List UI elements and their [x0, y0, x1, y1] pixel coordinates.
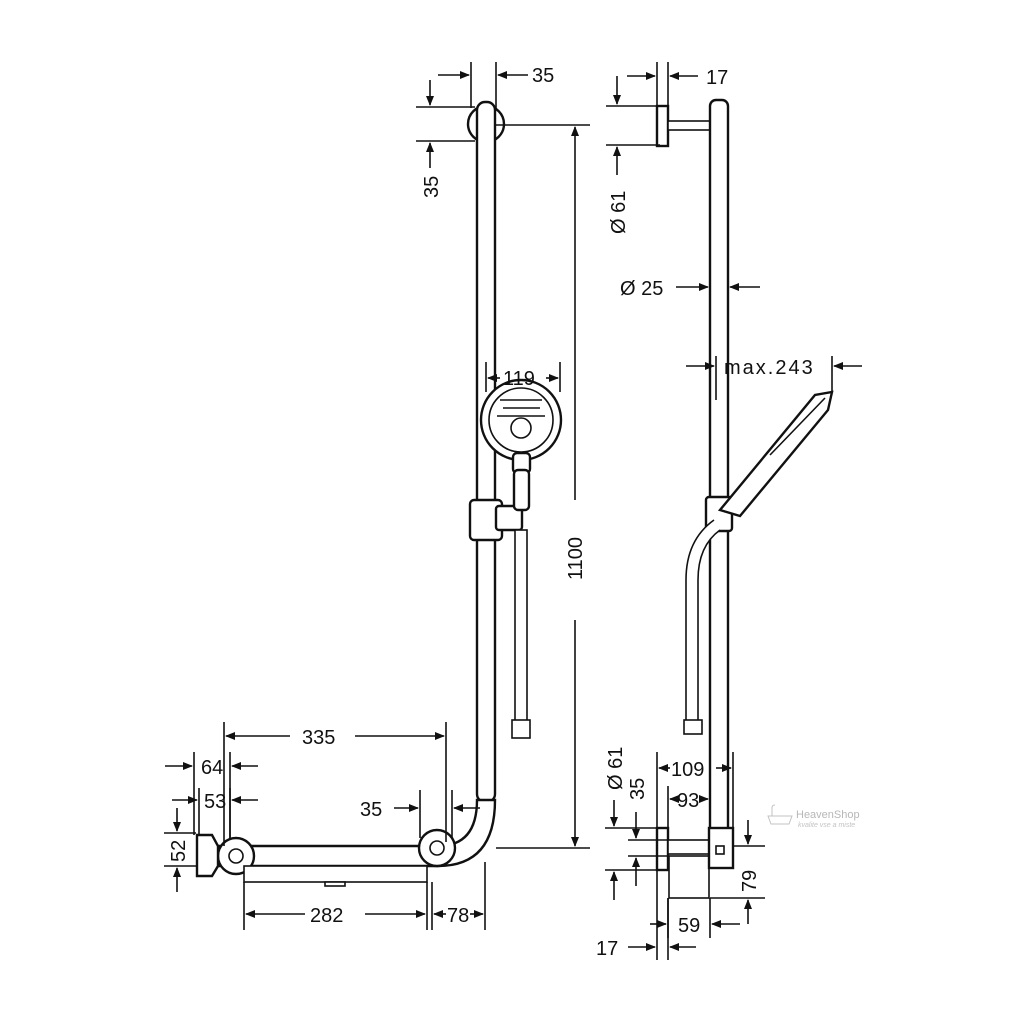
side-top-bracket: [655, 104, 670, 148]
dim-59: 59: [678, 915, 700, 937]
dim-119: 119: [503, 368, 535, 390]
front-view: 35 35 119 1100 335 64: [164, 62, 590, 930]
dim-35-grab: 35: [360, 799, 382, 821]
dim-109: 109: [671, 759, 704, 781]
dim-17-bot: 17: [596, 938, 618, 960]
dim-17-top: 17: [706, 67, 728, 89]
dim-93: 93: [677, 790, 699, 812]
spray-nozzles: [497, 399, 545, 417]
dim-35-top-h: 35: [532, 65, 554, 87]
dim-282: 282: [310, 905, 343, 927]
left-grab-bracket-screw: [228, 848, 244, 864]
side-clamp-screw: [715, 845, 725, 855]
slider-holder: [494, 504, 524, 532]
side-bottom-bracket: [655, 826, 670, 872]
watermark-brand: HeavenShop: [796, 809, 860, 821]
dim-35-top-v: 35: [421, 176, 443, 198]
dim-53: 53: [204, 791, 226, 813]
dim-phi25: Ø 25: [620, 278, 663, 300]
side-shelf: [668, 855, 710, 899]
dim-phi61-bot: Ø 61: [605, 747, 627, 790]
bathtub-icon: [767, 804, 793, 825]
side-bottom-arm: [667, 839, 711, 855]
dim-335: 335: [302, 727, 335, 749]
dim-78: 78: [447, 905, 469, 927]
side-view: 17 Ø 61 Ø 25 max.243 Ø 61 35 1: [596, 62, 862, 960]
dim-phi61-top: Ø 61: [608, 191, 630, 234]
dim-35-bot: 35: [627, 778, 649, 800]
shelf: [243, 865, 428, 883]
right-grab-bracket-screw: [429, 840, 445, 856]
watermark-tagline: kvalite vse a miste: [798, 822, 855, 829]
side-top-arm: [667, 120, 711, 131]
dim-64: 64: [201, 757, 223, 779]
side-hand-shower: [717, 390, 834, 518]
shower-handle: [512, 468, 531, 512]
side-hose-connector: [683, 719, 703, 735]
grab-bar-end-cap: [195, 833, 220, 878]
vertical-rail: [475, 100, 497, 804]
side-shower-face: [769, 397, 826, 456]
shower-hose: [514, 529, 528, 723]
shelf-tab: [324, 881, 346, 887]
side-vertical-rail: [708, 98, 730, 847]
dim-1100: 1100: [565, 537, 587, 580]
hose-connector: [511, 719, 531, 739]
dim-79: 79: [739, 870, 761, 892]
spray-center: [510, 417, 532, 439]
watermark: HeavenShop kvalite vse a miste: [767, 804, 860, 829]
dim-52: 52: [168, 840, 190, 862]
dim-max243: max.243: [724, 357, 815, 379]
